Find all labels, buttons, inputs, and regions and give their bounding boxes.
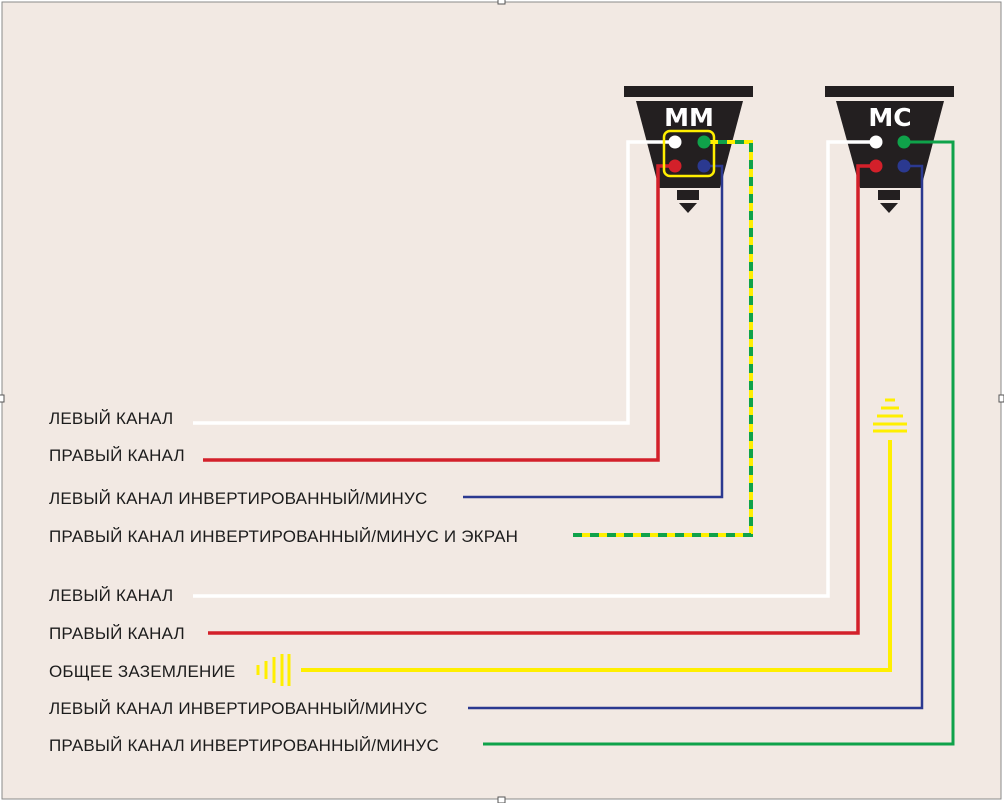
label-mm-left: ЛЕВЫЙ КАНАЛ: [49, 409, 173, 428]
mm-title: MM: [664, 103, 714, 132]
label-mm-right: ПРАВЫЙ КАНАЛ: [49, 446, 185, 465]
mc-wire-ground-yellow: [301, 440, 892, 672]
label-mc-right: ПРАВЫЙ КАНАЛ: [49, 624, 185, 643]
mm-wire-right-red: [203, 164, 675, 462]
mc-wire-right-minus-green: [483, 140, 955, 746]
mc-wire-right-red: [208, 164, 876, 635]
mm-pin-white: [668, 135, 682, 149]
mm-pins: [662, 129, 716, 178]
label-mc-ground: ОБЩЕЕ ЗАЗЕМЛЕНИЕ: [49, 662, 235, 681]
mm-pin-blue: [697, 159, 711, 173]
mm-pin-green: [697, 135, 711, 149]
mc-pins: [869, 135, 911, 173]
mc-pin-blue: [897, 159, 911, 173]
mc-wire-left-white: [193, 140, 876, 598]
mm-wire-left-white: [193, 140, 675, 425]
mc-pin-green: [897, 135, 911, 149]
mm-jumper-box: [662, 129, 716, 178]
mc-title: MC: [868, 103, 911, 132]
mm-pin-red: [668, 159, 682, 173]
label-mc-left: ЛЕВЫЙ КАНАЛ: [49, 586, 173, 605]
mc-pin-white: [869, 135, 883, 149]
label-mm-right-minus-shield: ПРАВЫЙ КАНАЛ ИНВЕРТИРОВАННЫЙ/МИНУС И ЭКР…: [49, 527, 518, 546]
mm-wire-shield-green: [573, 140, 753, 537]
ground-symbol-icon: [873, 398, 907, 433]
label-mc-left-minus: ЛЕВЫЙ КАНАЛ ИНВЕРТИРОВАННЫЙ/МИНУС: [49, 699, 427, 718]
ground-label-icon: [256, 654, 291, 686]
label-mm-left-minus: ЛЕВЫЙ КАНАЛ ИНВЕРТИРОВАННЫЙ/МИНУС: [49, 489, 427, 508]
label-mc-right-minus: ПРАВЫЙ КАНАЛ ИНВЕРТИРОВАННЫЙ/МИНУС: [49, 736, 439, 755]
mc-pin-red: [869, 159, 883, 173]
mc-wire-left-minus-blue: [468, 164, 924, 710]
